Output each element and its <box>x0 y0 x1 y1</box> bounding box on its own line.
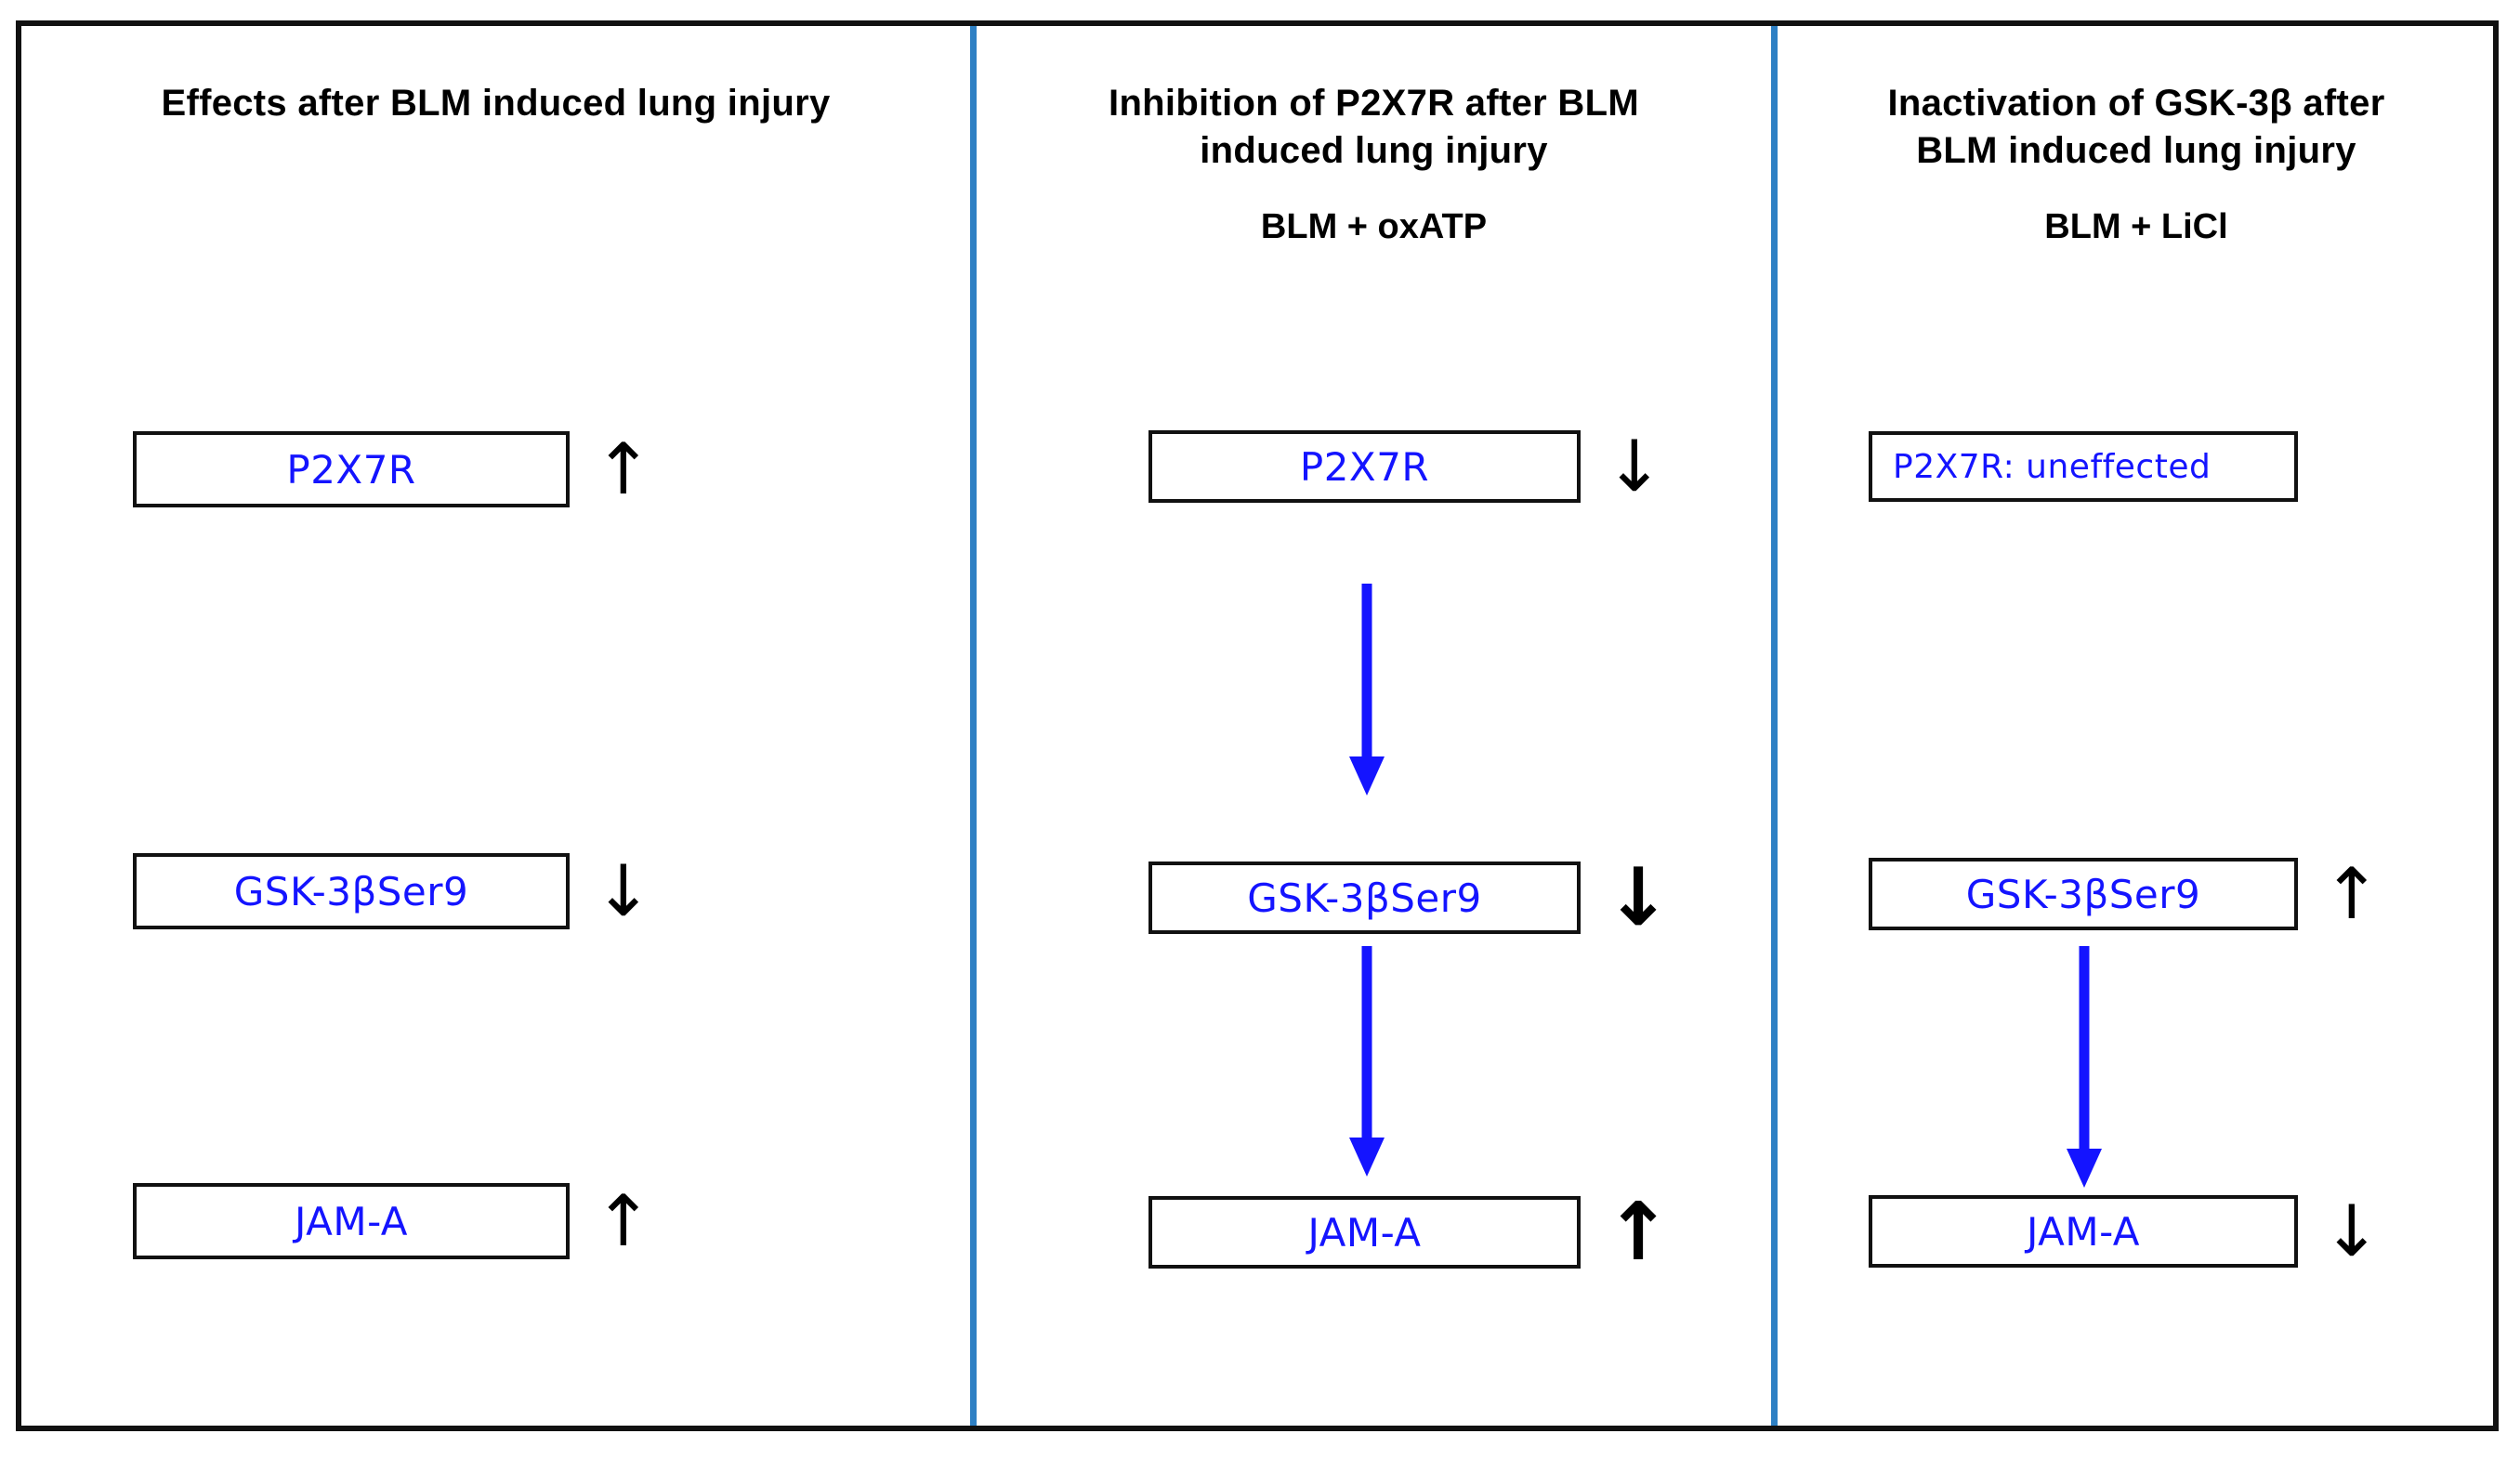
node-box-jama: JAM-A <box>1869 1195 2298 1268</box>
node-row-p2x7r: P2X7R ↓ <box>1148 430 1664 503</box>
column-middle: Inhibition of P2X7R after BLM induced lu… <box>977 26 1771 1426</box>
status-arrow-up-gsk3bser9: ↑ <box>2322 852 2382 935</box>
node-row-gsk3b: GSK-3βSer9 ↓ <box>1148 858 1672 938</box>
column-left-title: Effects after BLM induced lung injury <box>161 83 831 124</box>
column-divider-1 <box>970 26 977 1426</box>
connector-arrow-gsk3bser9-to-jama <box>2056 946 2112 1190</box>
treatment-label-licl: BLM + LiCl <box>2044 207 2228 246</box>
node-row-gsk3b: GSK-3βSer9 ↑ <box>1869 858 2382 930</box>
connector-arrow-gsk3bser9-to-jama <box>1339 946 1395 1178</box>
figure-frame: Effects after BLM induced lung injury P2… <box>16 20 2499 1431</box>
column-right: Inactivation of GSK-3β after BLM induced… <box>1778 26 2495 1426</box>
node-box-p2x7r: P2X7R <box>1148 430 1581 503</box>
node-box-gsk3bser9: GSK-3βSer9 <box>1148 862 1581 934</box>
status-arrow-up-jama: ↑ <box>1605 1186 1673 1279</box>
status-arrow-down-jama: ↓ <box>2322 1190 2382 1272</box>
column-divider-2 <box>1771 26 1778 1426</box>
node-box-jama: JAM-A <box>133 1183 570 1259</box>
status-arrow-down-gsk3bser9: ↓ <box>1605 851 1673 944</box>
column-right-title: Inactivation of GSK-3β after BLM induced… <box>1887 83 2385 172</box>
node-row-p2x7r: P2X7R: uneffected <box>1869 431 2298 502</box>
status-arrow-down-p2x7r: ↓ <box>1605 425 1664 507</box>
node-box-gsk3bser9: GSK-3βSer9 <box>1869 858 2298 930</box>
node-row-jama: JAM-A ↑ <box>1148 1192 1672 1272</box>
node-box-p2x7r: P2X7R <box>133 431 570 507</box>
node-row-jama: JAM-A ↑ <box>133 1183 653 1259</box>
node-row-jama: JAM-A ↓ <box>1869 1195 2382 1268</box>
status-arrow-down-gsk3bser9: ↓ <box>594 849 653 932</box>
node-box-p2x7r-uneffected: P2X7R: uneffected <box>1869 431 2298 502</box>
column-left: Effects after BLM induced lung injury P2… <box>21 26 970 1426</box>
status-arrow-up-p2x7r: ↑ <box>594 427 653 510</box>
node-row-gsk3b: GSK-3βSer9 ↓ <box>133 853 653 929</box>
column-middle-title: Inhibition of P2X7R after BLM induced lu… <box>1109 83 1639 172</box>
status-arrow-up-jama: ↑ <box>594 1179 653 1262</box>
node-box-gsk3bser9: GSK-3βSer9 <box>133 853 570 929</box>
connector-arrow-p2x7r-to-gsk3bser9 <box>1339 584 1395 797</box>
node-row-p2x7r: P2X7R ↑ <box>133 431 653 507</box>
node-box-jama: JAM-A <box>1148 1196 1581 1269</box>
treatment-label-oxatp: BLM + oxATP <box>1260 207 1488 246</box>
